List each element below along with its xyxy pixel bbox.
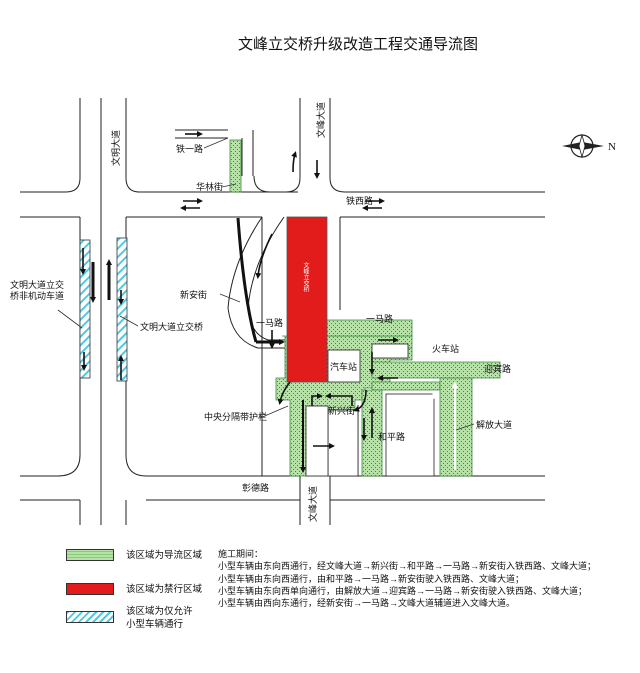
diversion-yingbin-road (371, 361, 501, 379)
compass-needle-icon: N (562, 133, 616, 159)
compass-label: N (608, 141, 616, 153)
label-bus-station: 汽车站 (330, 361, 357, 372)
label-xinxing-street: 新兴街 (328, 405, 355, 416)
pointer-lines (57, 137, 475, 431)
label-wenming-avenue: 文明大道 (110, 130, 121, 166)
label-zhangde-road: 彰德路 (242, 482, 269, 493)
diversion-hualin-street (229, 139, 242, 193)
legend-swatch-diversion (66, 549, 114, 561)
notes-heading: 施工期间： (218, 549, 264, 559)
notes-line-3: 小型车辆由东向西单向通行，由解放大道→迎宾路→一马路→新安街驶入铁西路、文峰大道… (218, 585, 588, 596)
diversion-zones (229, 139, 501, 477)
label-xin-an-street: 新安街 (180, 289, 207, 300)
map-title: 文峰立交桥升级改造工程交通导流图 (238, 35, 478, 53)
label-heping-road: 和平路 (378, 431, 405, 442)
white-arrows (420, 381, 459, 470)
small-vehicle-lane-west (79, 239, 91, 379)
traffic-arrows (80, 131, 399, 473)
label-jiefang-avenue: 解放大道 (476, 419, 512, 430)
notes-line-1: 小型车辆由东向西通行，经文峰大道→新兴街→和平路→一马路→新安街入铁西路、文峰大… (218, 561, 597, 572)
route-xinan-street (236, 217, 258, 343)
label-wenfeng-overpass: 文峰立交桥 (302, 261, 309, 293)
road-labels: 铁一路 华林街 铁西路 新安街 文明大道立交桥 一马路 一马路 火车站 汽车站 … (110, 102, 512, 522)
label-yima-road-right: 一马路 (366, 313, 393, 324)
notes-line-4: 小型车辆由西向东通行，经新安街→一马路→文峰大道辅道进入文峰大道。 (218, 598, 516, 609)
diversion-inner-strip (371, 381, 441, 391)
legend-swatch-small-vehicle (66, 611, 114, 623)
label-wenfeng-avenue-north: 文峰大道 (315, 102, 326, 138)
legend-text-small-vehicle: 该区域为仅允许 小型车辆通行 (126, 607, 193, 630)
label-tiexi-road: 铁西路 (346, 195, 373, 206)
label-railway-station: 火车站 (432, 343, 459, 354)
label-yima-road-left: 一马路 (256, 317, 283, 328)
label-wenming-nonmotor: 文明大道立交桥非机动车道 (10, 280, 65, 301)
legend-swatch-forbidden (66, 583, 114, 595)
notes-line-2: 小型车辆由东向西通行，由和平路→一马路→新安街驶入铁西路、文峰大道； (218, 573, 525, 584)
label-central-barrier: 中央分隔带护栏 (204, 411, 267, 422)
legend-text-diversion: 该区域为导流区域 (126, 551, 203, 561)
label-wenming-overpass: 文明大道立交桥 (140, 321, 203, 332)
legend-text-forbidden: 该区域为禁行区域 (126, 585, 203, 595)
small-vehicle-lane-east (116, 237, 128, 382)
label-yingbin-road: 迎宾路 (484, 363, 511, 374)
forbidden-zone-wenfeng-overpass (286, 216, 328, 383)
label-tieyi-road: 铁一路 (176, 143, 203, 154)
label-hualin-street: 华林街 (196, 181, 223, 192)
label-wenfeng-avenue-south: 文峰大道 (307, 486, 318, 522)
label-wenming-nonmotor-wrapper: 文明大道立交桥非机动车道 (10, 280, 65, 301)
construction-notes: 施工期间： 小型车辆由东向西通行，经文峰大道→新兴街→和平路→一马路→新安街入铁… (218, 548, 630, 609)
route-xinan-upper (255, 233, 273, 279)
